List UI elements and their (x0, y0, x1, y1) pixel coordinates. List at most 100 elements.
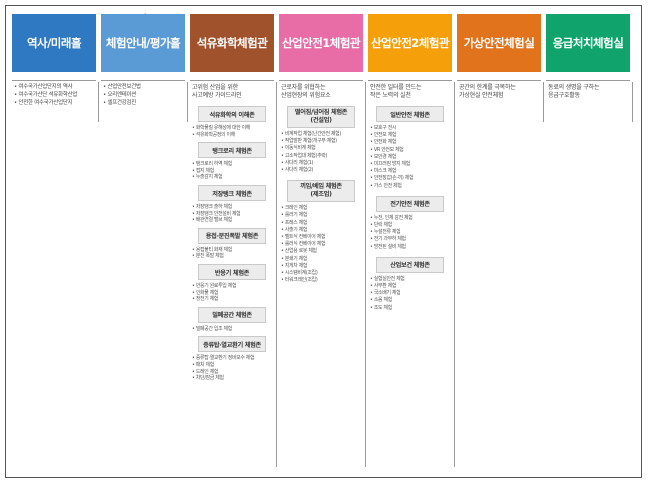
zone-item: • 저장탱크 안전설비 체험 (192, 210, 241, 217)
hall-boundary-line-3 (276, 82, 277, 467)
zone-item: • 벨트식 컨베이어 체험 (281, 234, 326, 240)
zone-item: • 시스템비계(조립) (281, 270, 318, 276)
zone-title: 증류탑·열교환기 체험존 (203, 341, 261, 349)
zone-item: • 정전기 체험 (192, 296, 219, 303)
zone-item: • 석유화학공정의 이해 (192, 131, 235, 138)
zone-item: • 인화물 체험 (192, 289, 219, 296)
zone-box: 떨어짐/넘어짐 체험존(건설업) (287, 106, 355, 128)
zone-item: • 안전장갑(손·끼) 체험 (370, 175, 414, 182)
zone-title: 전기안전 체험존 (390, 201, 430, 209)
zone-item: • 보안경 체험 (370, 153, 397, 160)
hall-divider-3 (190, 80, 274, 81)
zone-item: • 사다리 체험(1) (281, 159, 314, 166)
hall-divider-4 (279, 80, 363, 81)
zone-item: • 화학물질 유해성에 대한 이해 (192, 125, 250, 131)
hall-item: • 산업안전보건법 (103, 84, 141, 90)
zone-item: • 소음 체험 (370, 297, 392, 304)
zone-title: 용접·분진폭발 체험존 (205, 233, 259, 241)
zone-item: • 단락 체험 (370, 222, 392, 228)
zone-item: • 배관연결 밸브 체험 (192, 217, 232, 224)
zone-item: • 작업발판 체험(개구부 체험) (281, 138, 337, 145)
zone-item: • 접지 체험 (192, 167, 214, 174)
zone-box: 석유화학의 이해존 (198, 106, 266, 122)
hall-description-line: 사고예방 가이드라인 (192, 92, 242, 99)
hall-divider-7 (546, 80, 630, 81)
zone-box: 반응기 체험존 (198, 264, 266, 280)
hall-header-7: 응급처치체험실 (546, 14, 630, 72)
zone-item: • 국소배기 체험 (370, 290, 401, 297)
hall-item: • 안전한 여수국가산업단지 (14, 100, 73, 106)
zone-title: 저장탱크 체험존 (212, 190, 252, 198)
zone-title: 밀폐공간 체험존 (212, 312, 252, 320)
hall-item: • 셀프건강검진 (103, 100, 137, 106)
hall-description-line: 작은 노력의 실천 (370, 92, 411, 99)
zone-item: • 누설전류 체험 (370, 229, 401, 236)
zone-box: 끼임/베임 체험존(제조업) (287, 180, 355, 203)
hall-description-line: 안전한 일터를 만드는 (370, 84, 422, 91)
hall-boundary-line-7 (632, 82, 633, 122)
zone-title: 끼임/베임 체험존 (300, 183, 342, 191)
zone-box: 일반안전 체험존 (376, 106, 444, 122)
hall-item: • 오리엔테이션 (103, 92, 137, 98)
zone-item: • 미끄러짐 방지 체험 (370, 161, 410, 167)
hall-header-2: 체험안내/평가홀 (101, 14, 185, 72)
zone-item: • 터워크레인(조립) (281, 277, 318, 284)
hall-description-line: 가상현실 안전체험 (459, 92, 504, 99)
zone-box: 밀폐공간 체험존 (198, 306, 266, 323)
zone-title: (건설업) (310, 117, 332, 124)
zone-title: 탱크로리 체험존 (212, 147, 252, 155)
diagram-frame (5, 5, 642, 478)
zone-box: 전기안전 체험존 (376, 195, 444, 212)
zone-item: • 전기 과부하 체험 (370, 236, 406, 243)
hall-boundary-line-6 (543, 82, 544, 122)
zone-title: 반응기 체험존 (214, 269, 250, 277)
hall-boundary-line-5 (454, 82, 455, 467)
hall-description-line: 고위험 산업을 위한 (192, 84, 238, 91)
hall-header-6: 가상안전체험실 (457, 14, 541, 72)
zone-item: • 지게차 체험 (281, 262, 308, 269)
hall-item: • 여수국가산단 석유화학산업 (14, 92, 78, 98)
hall-boundary-line-2 (187, 82, 188, 122)
hall-divider-5 (368, 80, 452, 81)
zone-item: • 프레스 체험 (281, 219, 308, 226)
zone-item: • 반응기 원료투입 체험 (192, 283, 237, 289)
zone-item: • 마스크 체험 (370, 168, 397, 175)
zone-item: • 산업용 로봇 체험 (281, 248, 317, 255)
hall-description-line: 근로자를 위협하는 (281, 84, 326, 91)
zone-box: 저장탱크 체험존 (198, 185, 266, 201)
zone-item: • 매치 체험 (192, 362, 214, 368)
zone-box: 용접·분진폭발 체험존 (198, 227, 266, 244)
zone-item: • 비계작업 체험(난간안전 체험) (281, 131, 341, 137)
zone-item: • 방전된 설비 체험 (370, 243, 406, 250)
zone-item: • 보호구 전시 (370, 125, 397, 131)
zone-title: (제조업) (310, 191, 332, 199)
hall-divider-1 (12, 80, 96, 81)
zone-item: • 고소작업대 체험(추락) (281, 152, 328, 159)
zone-item: • 크레인 체험 (281, 205, 308, 212)
hall-description-line: 응급구호활동 (548, 92, 580, 99)
hall-description-line: 산업현장의 위험요소 (281, 92, 331, 99)
hall-boundary-line-1 (98, 82, 99, 122)
hall-boundary-line-4 (365, 82, 366, 467)
zone-item: • 조도 체험 (370, 304, 392, 311)
zone-item: • 분쇄기 체험 (281, 255, 308, 262)
zone-box: 산업보건 체험존 (376, 256, 444, 273)
hall-description-line: 공간의 한계를 극복하는 (459, 84, 516, 91)
zone-title: 떨어짐/넘어짐 체험존 (294, 109, 348, 116)
hall-header-4: 산업안전1체험관 (279, 14, 363, 72)
hall-header-1: 역사/미래홀 (12, 14, 96, 72)
hall-header-5: 산업안전2체험관 (368, 14, 452, 72)
zone-item: • 실험실안전 체험 (370, 275, 405, 282)
zone-title: 산업보건 체험존 (390, 262, 430, 270)
zone-item: • 탱크로리 하역 체험 (192, 161, 232, 168)
zone-item: • 안전화 체험 (370, 139, 397, 146)
zone-box: 증류탑·열교환기 체험존 (198, 336, 266, 353)
zone-item: • 차단/잠금 체험 (192, 375, 224, 382)
zone-item: • 증류탑·열교환기 정비보수 체험 (192, 355, 255, 362)
zone-item: • 사다리 체험(2) (281, 167, 314, 173)
zone-item: • VR 안전모 체험 (370, 146, 404, 153)
zone-item: • 밀폐공간 입조 체험 (192, 325, 232, 332)
zone-item: • 가스 안전 체험 (370, 182, 402, 189)
zone-item: • 저장탱크 출하 체험 (192, 204, 232, 210)
zone-item: • 용접불티 화재 체험 (192, 246, 232, 253)
